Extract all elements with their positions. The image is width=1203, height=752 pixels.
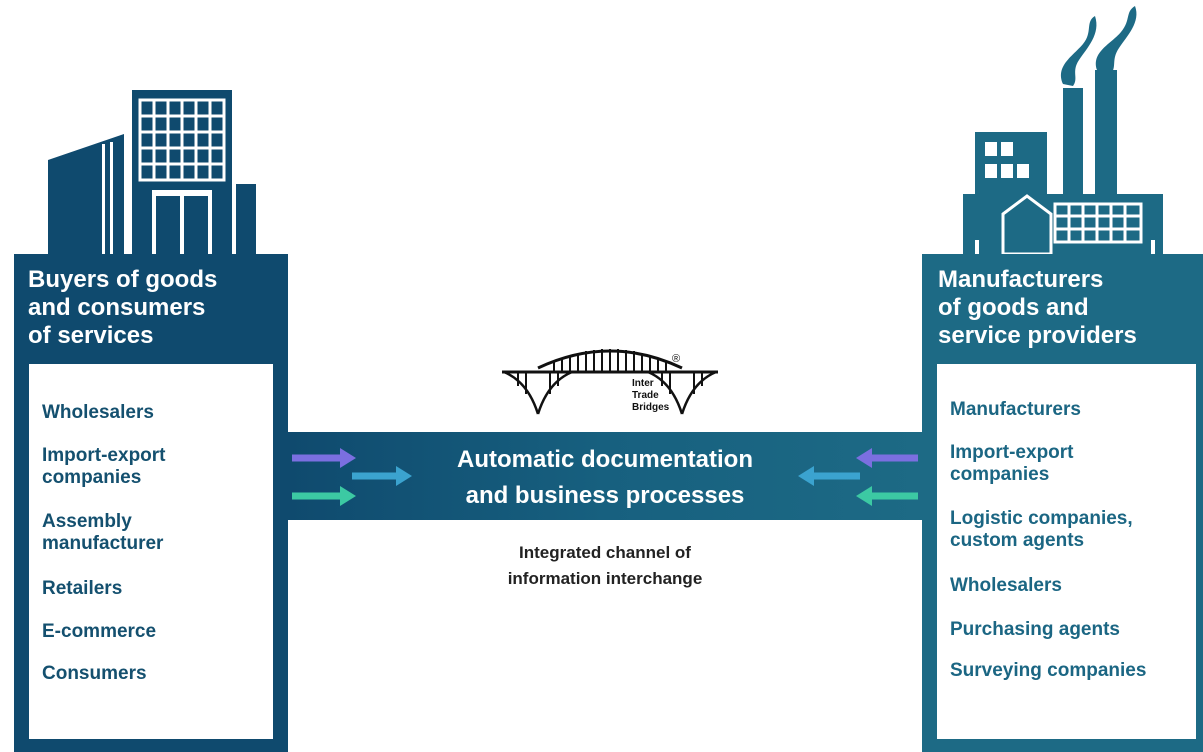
list-item: Wholesalers: [42, 402, 154, 423]
logo-registered: ®: [672, 353, 680, 365]
inbound-arrows-right: [798, 448, 918, 506]
arrow-right-icon: [292, 448, 356, 468]
list-item: Wholesalers: [950, 575, 1062, 596]
logo-line3: Bridges: [632, 402, 670, 413]
buyers-title: Buyers of goods and consumers of service…: [28, 266, 218, 349]
list-item: Logistic companies, custom agents: [950, 508, 1133, 551]
factory-icon: [963, 6, 1163, 254]
list-item: Manufacturers: [950, 399, 1081, 420]
arrow-left-icon: [856, 486, 918, 506]
arrow-left-icon: [856, 448, 918, 468]
logo-line1: Inter: [632, 378, 654, 389]
manufacturers-panel: Manufacturers of goods and service provi…: [922, 254, 1203, 752]
channel-caption: Integrated channel of information interc…: [507, 543, 703, 588]
list-item: Assembly manufacturer: [42, 511, 164, 554]
manufacturers-list: Manufacturers Import-export companies Lo…: [937, 364, 1196, 739]
channel-title: Automatic documentation and business pro…: [456, 446, 753, 509]
buyers-list: Wholesalers Import-export companies Asse…: [29, 364, 273, 739]
buyers-panel: Buyers of goods and consumers of service…: [14, 254, 288, 752]
list-item: Surveying companies: [950, 660, 1147, 681]
arrow-right-icon: [292, 486, 356, 506]
arrow-left-icon: [798, 466, 860, 486]
list-item: Import-export companies: [950, 442, 1074, 485]
list-item: Retailers: [42, 578, 123, 599]
list-item: E-commerce: [42, 621, 157, 642]
list-item: Consumers: [42, 663, 147, 684]
manufacturers-title: Manufacturers of goods and service provi…: [938, 266, 1137, 349]
logo-line2: Trade: [632, 390, 659, 401]
office-building-icon: [48, 90, 256, 254]
arrow-right-icon: [352, 466, 412, 486]
list-item: Purchasing agents: [950, 619, 1120, 640]
bridge-logo-icon: ® Inter Trade Bridges: [502, 349, 718, 415]
list-item: Import-export companies: [42, 445, 166, 488]
inbound-arrows-left: [292, 448, 412, 506]
